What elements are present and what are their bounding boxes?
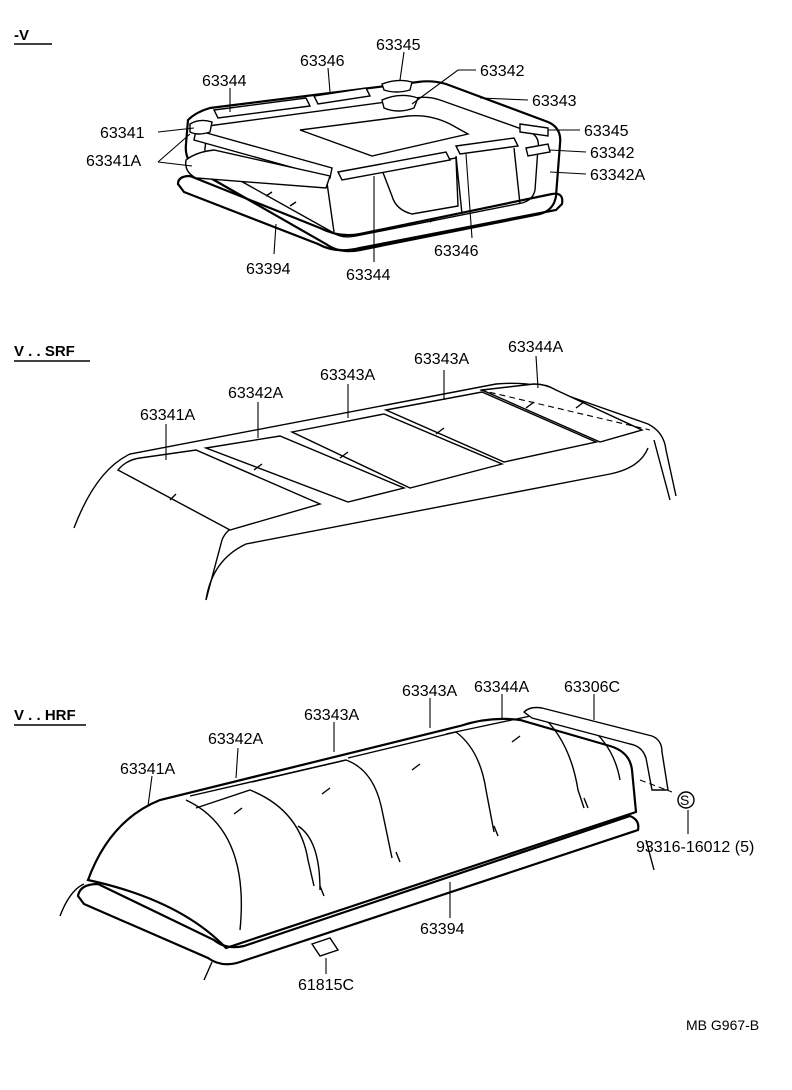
- label-63346-bottom: 63346: [434, 243, 479, 260]
- rear-cover-63306C: [522, 706, 669, 791]
- label-63343A-srf-1: 63343A: [320, 367, 375, 384]
- pillar-center: [455, 155, 463, 215]
- rib-2: [297, 825, 321, 891]
- leader-63343: [479, 97, 529, 101]
- label-63344-top: 63344: [202, 73, 247, 90]
- vent-opening: [381, 94, 419, 112]
- leader-63344A-srf: [535, 355, 539, 389]
- leader-63342A-hrf: [235, 747, 239, 779]
- rib-6: [189, 759, 347, 797]
- center-panel: [299, 114, 470, 157]
- label-63345-top: 63345: [376, 37, 421, 54]
- rib-4: [445, 713, 585, 809]
- high-roof-shell: [86, 717, 638, 950]
- leader-63346-bottom: [465, 153, 473, 239]
- cap-right: [519, 123, 549, 137]
- label-63343A-hrf-2: 63343A: [402, 683, 457, 700]
- vent-right: [525, 143, 551, 157]
- label-63346-top: 63346: [300, 53, 345, 70]
- label-63343A-srf-2: 63343A: [414, 351, 469, 368]
- leader-63342A: [549, 171, 587, 175]
- rib-inner: [195, 789, 315, 887]
- label-63345-right: 63345: [584, 123, 629, 140]
- label-63344A-hrf: 63344A: [474, 679, 529, 696]
- section-header-v: -V: [14, 27, 29, 44]
- section-header-v-srf: V . . SRF: [14, 343, 75, 360]
- rib-1: [251, 759, 393, 859]
- panel-63343A-srf-2: [383, 391, 599, 463]
- leader-63341A-hrf: [147, 775, 153, 807]
- label-63341: 63341: [100, 125, 145, 142]
- panel-63343A-srf-1: [289, 413, 505, 489]
- strip-63346-top: [312, 87, 372, 105]
- label-63343: 63343: [532, 93, 577, 110]
- label-63306C-hrf: 63306C: [564, 679, 620, 696]
- rib-3: [347, 731, 495, 833]
- screw-symbol: S: [680, 792, 689, 808]
- front-cap: [189, 119, 213, 135]
- label-63342A: 63342A: [590, 167, 645, 184]
- label-63344A-srf: 63344A: [508, 339, 563, 356]
- label-61815C: 61815C: [298, 977, 354, 994]
- high-roof-front-arc: [185, 799, 243, 931]
- clip-mark: [265, 191, 437, 223]
- strip-63344-bottom: [336, 151, 452, 181]
- strip-63344-top: [212, 97, 312, 119]
- label-63343A-hrf-1: 63343A: [304, 707, 359, 724]
- section-v: -V: [14, 27, 645, 284]
- screw-path: [639, 779, 673, 793]
- sticker-61815C: [310, 937, 340, 957]
- pillar-rear-srf: [653, 439, 671, 501]
- section-v-srf: V . . SRF 63341A 63342A 63343A 63343A 63…: [14, 339, 677, 601]
- leader-63342-top: [411, 69, 476, 105]
- clip-marks-hrf: [233, 735, 589, 897]
- label-63341A-hrf: 63341A: [120, 761, 175, 778]
- body-lower-line: [59, 839, 655, 981]
- leader-63346-top: [327, 67, 331, 93]
- label-63344-bottom: 63344: [346, 267, 391, 284]
- label-63342-right: 63342: [590, 145, 635, 162]
- front-visor: [185, 149, 331, 189]
- label-screw-93316: 93316-16012 (5): [636, 839, 754, 856]
- label-63341A-srf: 63341A: [140, 407, 195, 424]
- side-rail: [76, 814, 640, 966]
- panel-fold-srf: [479, 389, 651, 431]
- screw-symbol-circle: [677, 791, 695, 809]
- label-63342A-hrf: 63342A: [208, 731, 263, 748]
- leader-63394: [273, 223, 277, 255]
- leader-63342-right: [549, 149, 587, 153]
- panel-63341A-srf: [116, 449, 323, 531]
- label-63394-hrf: 63394: [420, 921, 465, 938]
- panel-63342A-srf: [203, 435, 407, 503]
- label-63342-top: 63342: [480, 63, 525, 80]
- label-63342A-srf: 63342A: [228, 385, 283, 402]
- leader-63341A: [157, 133, 193, 167]
- clip-marks-srf: [169, 401, 585, 501]
- roof-body-srf: [73, 382, 677, 529]
- diagram-code: MB G967-B: [686, 1017, 759, 1033]
- rear-panel: [381, 157, 459, 215]
- leader-63341: [157, 127, 195, 133]
- pillar-right: [513, 147, 521, 205]
- strip-63346-bottom: [454, 137, 520, 155]
- label-63341A: 63341A: [86, 153, 141, 170]
- leader-63345-top: [399, 51, 405, 81]
- weatherstrip-63394: [176, 174, 564, 252]
- cap-top: [381, 79, 413, 93]
- label-63394: 63394: [246, 261, 291, 278]
- section-v-hrf: V . . HRF S: [14, 679, 754, 994]
- panel-63344A-srf: [479, 383, 644, 443]
- section-header-v-hrf: V . . HRF: [14, 707, 76, 724]
